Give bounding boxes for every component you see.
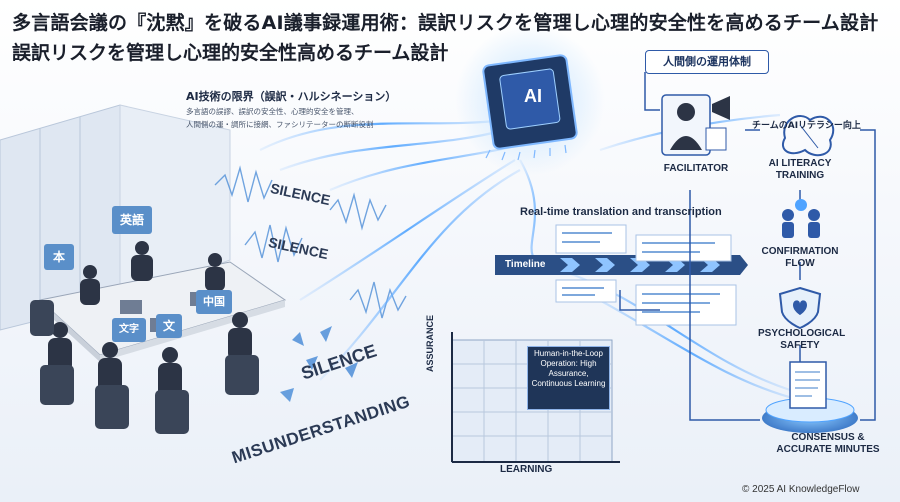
ai-chip xyxy=(455,25,605,175)
facilitator-icon xyxy=(661,94,730,156)
ai-limits-line: 人間側の運・調所に接網、ファシリテーターの断断役割 xyxy=(186,120,374,129)
page-subtitle: 誤訳リスクを管理し心理的安全性高めるチーム設計 xyxy=(12,42,449,64)
language-bubble: 文 xyxy=(156,314,182,338)
copyright-notice: © 2025 AI KnowledgeFlow xyxy=(742,484,860,495)
brain-icon xyxy=(782,115,835,157)
flow-connectors xyxy=(619,72,876,421)
timeline-label: Timeline xyxy=(505,259,546,270)
confirmation-flow-label: CONFIRMATION FLOW xyxy=(761,246,839,269)
realtime-translation-label: Real-time translation and transcription xyxy=(520,206,722,218)
ai-limits-line: 多言語の誤謬、誤訳の安全性、心理的安全を管理、 xyxy=(186,107,359,116)
language-bubble: 英語 xyxy=(112,206,152,234)
sound-wave xyxy=(214,165,407,319)
language-bubble: 本 xyxy=(44,244,74,270)
language-bubble: 中国 xyxy=(196,290,232,314)
transcript-cards xyxy=(555,224,737,326)
consensus-minutes-label: CONSENSUS & ACCURATE MINUTES xyxy=(776,432,880,455)
handshake-icon xyxy=(782,199,820,238)
consensus-pod xyxy=(762,361,858,433)
assurance-axis-label: ASSURANCE xyxy=(425,314,435,372)
psychological-safety-label: PSYCHOLOGICAL SAFETY xyxy=(758,328,846,351)
shield-icon xyxy=(778,286,822,330)
facilitator-label: FACILITATOR xyxy=(663,163,729,174)
page-title: 多言語会議の『沈黙』を破るAI議事録運用術：誤訳リスクを管理し心理的安全性を高め… xyxy=(12,12,879,34)
human-in-the-loop-box: Human-in-the-Loop Operation: High Assura… xyxy=(527,346,610,410)
language-bubble: 文字 xyxy=(112,318,146,342)
shattered-shards xyxy=(280,326,358,402)
learning-axis-label: LEARNING xyxy=(500,464,553,475)
ai-literacy-title: チームのAIリテラシー向上 xyxy=(752,121,861,131)
meeting-room xyxy=(0,104,287,434)
ai-literacy-training-label: AI LITERACY TRAINING xyxy=(768,158,832,181)
human-operation-title: 人間側の運用体制 xyxy=(645,50,769,74)
ai-limits-title: AI技術の限界（誤訳・ハルシネーション） xyxy=(186,90,397,103)
ai-chip-label: AI xyxy=(524,86,542,106)
